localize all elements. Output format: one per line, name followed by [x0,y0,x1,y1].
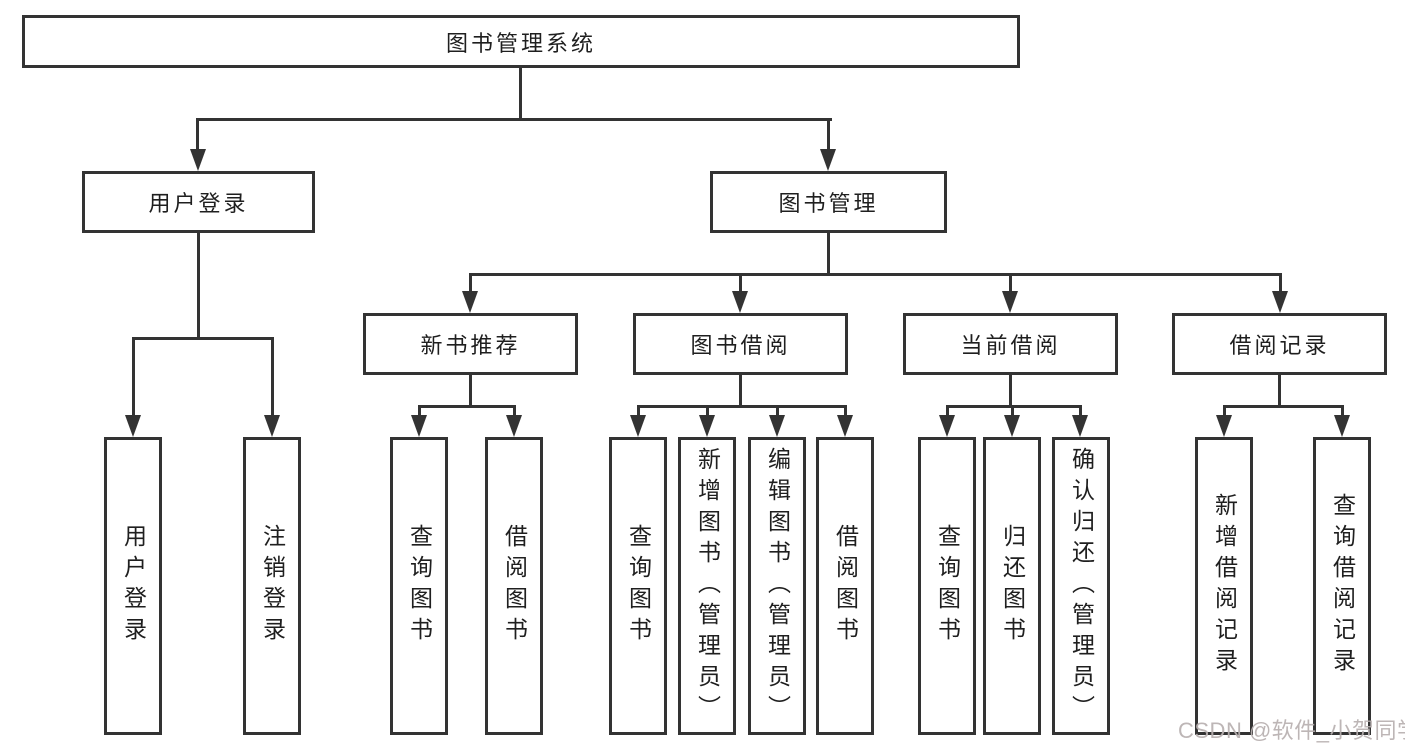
connector-line [776,405,779,417]
connector-line [1279,273,1282,293]
connector-line [132,337,135,417]
leaf-label: 查询图书 [934,524,961,648]
leaf-label: 查询图书 [406,524,433,648]
leaf-label: 借阅图书 [501,524,528,648]
arrow-down-icon [1072,415,1088,437]
arrow-down-icon [732,291,748,313]
leaf-add-books-admin: 新增图书（管理员） [678,437,736,735]
leaf-label: 确认归还（管理员） [1068,446,1095,726]
leaf-label: 借阅图书 [832,524,859,648]
connector-line [1223,405,1344,408]
leaf-borrow-books: 借阅图书 [485,437,543,735]
leaf-label: 注销登录 [259,524,286,648]
leaf-label: 查询借阅记录 [1329,493,1356,679]
leaf-label: 用户登录 [120,524,147,648]
connector-line [739,375,742,407]
connector-line [637,405,640,417]
connector-line [469,375,472,407]
connector-line [196,118,832,121]
leaf-label: 查询图书 [625,524,652,648]
arrow-down-icon [699,415,715,437]
node-current-borrowing: 当前借阅 [903,313,1118,375]
arrow-down-icon [820,149,836,171]
connector-line [197,233,200,339]
node-user-login: 用户登录 [82,171,315,233]
connector-line [706,405,709,417]
connector-line [271,337,274,417]
arrow-down-icon [630,415,646,437]
connector-line [519,68,522,118]
connector-line [1341,405,1344,417]
connector-line [637,405,846,408]
connector-line [1011,405,1014,417]
connector-line [827,118,830,152]
arrow-down-icon [939,415,955,437]
arrow-down-icon [837,415,853,437]
leaf-query-books: 查询图书 [609,437,667,735]
leaf-query-books: 查询图书 [390,437,448,735]
arrow-down-icon [1002,291,1018,313]
leaf-query-borrow-record: 查询借阅记录 [1313,437,1371,735]
node-new-book-recommendation: 新书推荐 [363,313,578,375]
connector-line [513,405,516,417]
leaf-edit-books-admin: 编辑图书（管理员） [748,437,806,735]
leaf-user-login: 用户登录 [104,437,162,735]
connector-line [1278,375,1281,407]
leaf-label: 新增借阅记录 [1211,493,1238,679]
node-book-management: 图书管理 [710,171,947,233]
node-library-management-system: 图书管理系统 [22,15,1020,68]
connector-line [1223,405,1226,417]
leaf-borrow-books: 借阅图书 [816,437,874,735]
leaf-query-books: 查询图书 [918,437,976,735]
csdn-watermark: CSDN @软件_小贺同学 [1178,718,1405,743]
arrow-down-icon [125,415,141,437]
leaf-add-borrow-record: 新增借阅记录 [1195,437,1253,735]
connector-line [946,405,949,417]
arrow-down-icon [506,415,522,437]
arrow-down-icon [769,415,785,437]
connector-line [946,405,1082,408]
arrow-down-icon [190,149,206,171]
connector-line [1009,375,1012,407]
node-book-borrowing: 图书借阅 [633,313,848,375]
arrow-down-icon [1004,415,1020,437]
connector-line [132,337,273,340]
connector-line [844,405,847,417]
connector-line [827,233,830,275]
leaf-confirm-return-admin: 确认归还（管理员） [1052,437,1110,735]
connector-line [196,118,199,152]
connector-line [1079,405,1082,417]
arrow-down-icon [1334,415,1350,437]
connector-line [739,273,742,293]
leaf-logout: 注销登录 [243,437,301,735]
arrow-down-icon [1216,415,1232,437]
leaf-return-books: 归还图书 [983,437,1041,735]
arrow-down-icon [1272,291,1288,313]
arrow-down-icon [411,415,427,437]
node-borrowing-records: 借阅记录 [1172,313,1387,375]
leaf-label: 归还图书 [999,524,1026,648]
arrow-down-icon [462,291,478,313]
connector-line [469,273,472,293]
arrow-down-icon [264,415,280,437]
connector-line [418,405,515,408]
connector-line [469,273,1282,276]
connector-line [418,405,421,417]
connector-line [1009,273,1012,293]
leaf-label: 新增图书（管理员） [694,446,721,726]
leaf-label: 编辑图书（管理员） [764,446,791,726]
